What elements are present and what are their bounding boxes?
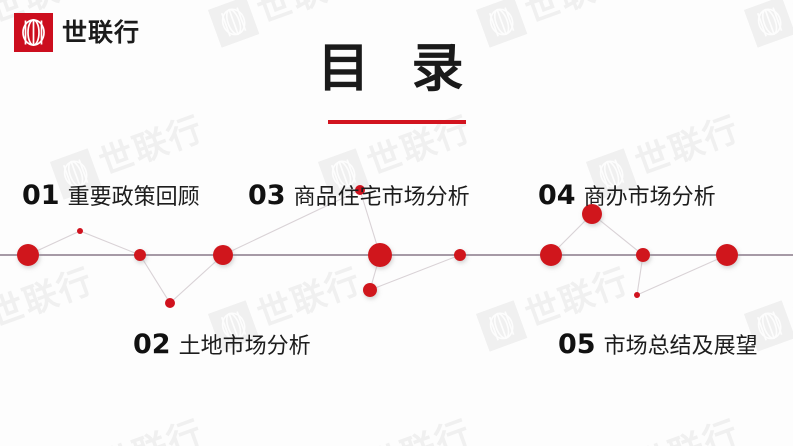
timeline-dot[interactable] bbox=[77, 228, 83, 234]
timeline-dot[interactable] bbox=[17, 244, 39, 266]
timeline-connector-lines bbox=[27, 189, 728, 304]
toc-label-02: 土地市场分析 bbox=[178, 334, 311, 359]
timeline-dot[interactable] bbox=[368, 243, 392, 267]
brand-name: 世联行 bbox=[62, 18, 141, 47]
timeline-dot[interactable] bbox=[213, 245, 233, 265]
toc-number-03: 03 bbox=[248, 180, 286, 211]
toc-label-05: 市场总结及展望 bbox=[603, 334, 758, 359]
toc-entry-02[interactable]: 02 土地市场分析 bbox=[133, 331, 311, 358]
timeline-dot[interactable] bbox=[134, 249, 146, 261]
timeline-polyline bbox=[27, 189, 728, 304]
toc-entry-03[interactable]: 03 商品住宅市场分析 bbox=[248, 182, 470, 209]
timeline-dots bbox=[17, 185, 738, 308]
timeline-dot[interactable] bbox=[363, 283, 377, 297]
toc-number-01: 01 bbox=[22, 180, 60, 211]
toc-label-03: 商品住宅市场分析 bbox=[293, 185, 470, 210]
page-title: 目 录 bbox=[317, 39, 476, 99]
toc-label-04: 商办市场分析 bbox=[583, 185, 716, 210]
toc-entry-01[interactable]: 01 重要政策回顾 bbox=[22, 182, 200, 209]
toc-label-01: 重要政策回顾 bbox=[67, 185, 200, 210]
brand-logo: 世联行 bbox=[14, 13, 140, 52]
timeline-dot[interactable] bbox=[634, 292, 640, 298]
shiliang-globe-logo-icon bbox=[14, 13, 53, 52]
timeline-dot[interactable] bbox=[582, 204, 602, 224]
title-underline-rule bbox=[328, 120, 466, 124]
timeline-dot[interactable] bbox=[636, 248, 650, 262]
timeline-dot[interactable] bbox=[165, 298, 175, 308]
toc-number-02: 02 bbox=[133, 329, 171, 360]
timeline-dot[interactable] bbox=[716, 244, 738, 266]
timeline-dot[interactable] bbox=[540, 244, 562, 266]
toc-entry-05[interactable]: 05 市场总结及展望 bbox=[558, 331, 758, 358]
toc-entry-04[interactable]: 04 商办市场分析 bbox=[538, 182, 716, 209]
toc-number-05: 05 bbox=[558, 329, 596, 360]
toc-number-04: 04 bbox=[538, 180, 576, 211]
timeline-dot[interactable] bbox=[454, 249, 466, 261]
